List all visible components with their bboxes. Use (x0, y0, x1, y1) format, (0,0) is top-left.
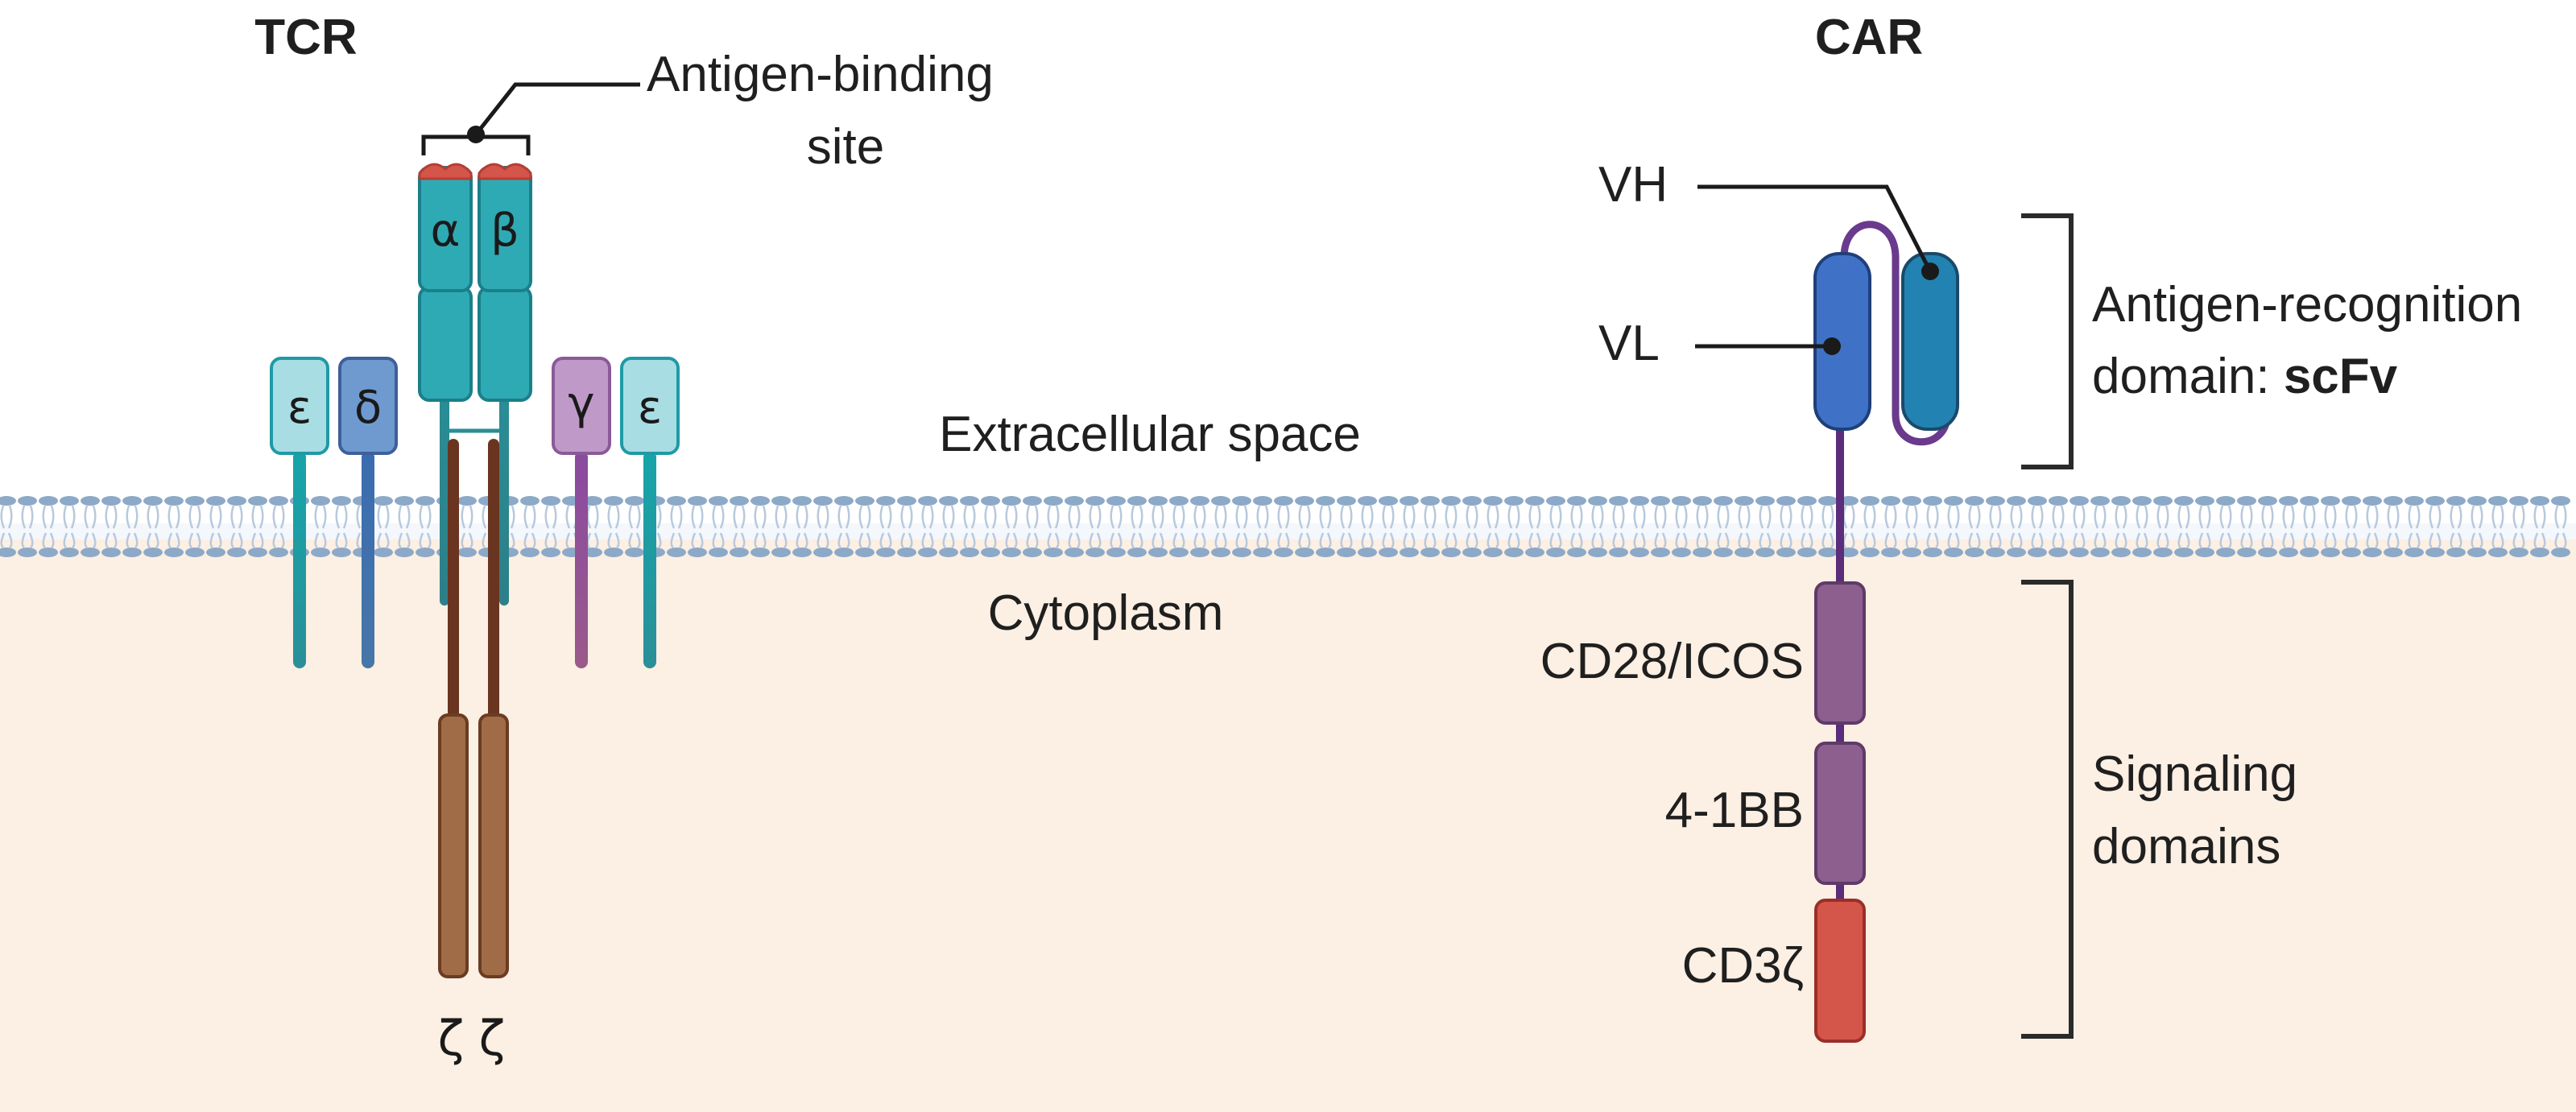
recognition-label-line1: Antigen-recognition (2092, 277, 2522, 333)
tcr-title: TCR (254, 10, 357, 65)
epsilon-right-label: ε (638, 382, 662, 434)
recognition-label-bold: scFv (2284, 349, 2398, 404)
recognition-bracket (2021, 213, 2074, 469)
signaling-label-line1: Signaling (2092, 746, 2297, 802)
tcr-alpha-chain: α (418, 163, 473, 402)
zeta-left-label: ζ (438, 1011, 465, 1067)
cd3-zeta-domain (1814, 899, 1866, 1043)
cd3-gamma: γ (552, 357, 611, 668)
epsilon-left-label: ε (287, 382, 312, 434)
vh-label: VH (1598, 157, 1668, 213)
vl-domain (1813, 252, 1871, 431)
car-construct (1695, 184, 2074, 1043)
cd28-icos-domain (1814, 581, 1866, 725)
recognition-label-line2: domain: scFv (2092, 349, 2398, 404)
vh-leader (1697, 184, 1933, 273)
zeta-chain-right (478, 439, 509, 978)
cytoplasm-label: Cytoplasm (988, 585, 1224, 641)
delta-label: δ (354, 382, 382, 434)
scfv-linker (1840, 221, 1951, 446)
4-1bb-label: 4-1BB (1665, 783, 1804, 838)
gamma-label: γ (568, 378, 594, 430)
vh-domain (1901, 252, 1959, 431)
beta-label: β (490, 205, 519, 257)
zeta-right-label: ζ (479, 1011, 506, 1067)
zeta-chain-left (438, 439, 469, 978)
cd3-zeta-label: CD3ζ (1682, 938, 1804, 994)
extracellular-space-label: Extracellular space (939, 407, 1361, 462)
cd3-epsilon-left: ε (270, 357, 329, 668)
antigen-binding-label-line2: site (807, 119, 884, 175)
alpha-label: α (431, 205, 461, 257)
cd3-epsilon-right: ε (620, 357, 680, 668)
tcr-beta-chain: β (478, 163, 532, 402)
vl-label: VL (1598, 316, 1660, 371)
cytoplasm-region (0, 523, 2576, 1112)
signaling-label-line2: domains (2092, 819, 2280, 874)
recognition-label-prefix: domain: (2092, 349, 2284, 404)
tcr-complex: ε δ γ ε (270, 82, 680, 1067)
signaling-bracket (2021, 580, 2074, 1039)
cd3-delta: δ (338, 357, 398, 668)
4-1bb-domain (1814, 742, 1866, 885)
car-title: CAR (1815, 10, 1923, 65)
antigen-binding-label-line1: Antigen-binding (647, 47, 994, 102)
cd28-icos-label: CD28/ICOS (1540, 634, 1804, 689)
